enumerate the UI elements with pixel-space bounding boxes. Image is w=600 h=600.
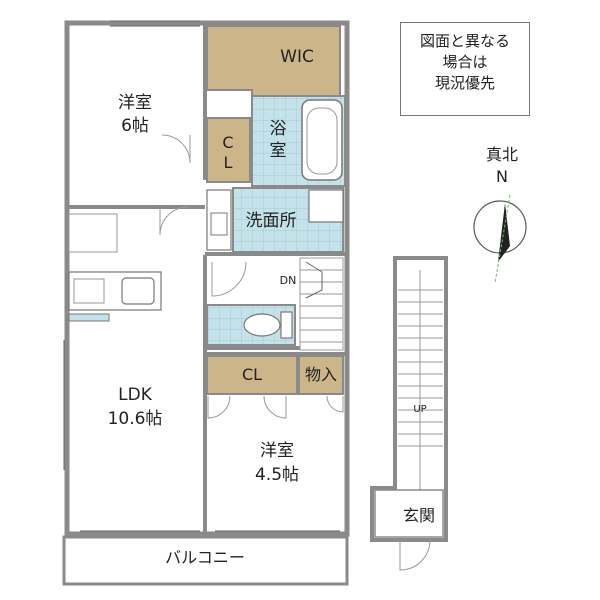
label-cl-upper-2: L bbox=[224, 153, 233, 172]
label-wic: WIC bbox=[280, 47, 314, 67]
balcony bbox=[62, 535, 349, 586]
label-western6-name: 洋室 bbox=[118, 93, 152, 113]
label-cl-upper-1: C bbox=[222, 133, 233, 152]
label-bath-2: 室 bbox=[270, 141, 287, 161]
exterior-stairs bbox=[370, 256, 448, 571]
label-western45-name: 洋室 bbox=[260, 441, 294, 461]
vanity-basin bbox=[210, 212, 228, 236]
label-balcony: バルコニー bbox=[165, 548, 245, 567]
label-western45-size: 4.5帖 bbox=[255, 465, 299, 485]
compass-n: N bbox=[496, 167, 508, 186]
interior-walls bbox=[67, 23, 345, 534]
bathtub-inner bbox=[306, 107, 338, 175]
storage bbox=[298, 355, 344, 395]
stove bbox=[73, 278, 105, 304]
closet-lower bbox=[206, 355, 298, 395]
kitchen-sink bbox=[121, 277, 155, 305]
label-entrance: 玄関 bbox=[403, 506, 435, 525]
fridge-space bbox=[68, 213, 118, 253]
label-storage: 物入 bbox=[305, 365, 337, 384]
note-line-2: 場合は bbox=[442, 53, 488, 71]
label-cl-lower: CL bbox=[242, 365, 262, 384]
toilet-bowl bbox=[243, 313, 281, 337]
washing-pan bbox=[308, 189, 344, 223]
windows bbox=[63, 20, 340, 532]
label-bath-1: 浴 bbox=[270, 119, 287, 139]
label-ldk-size: 10.6帖 bbox=[108, 409, 163, 429]
label-dn: DN bbox=[280, 274, 297, 287]
label-washroom: 洗面所 bbox=[246, 211, 297, 231]
compass-label: 真北 bbox=[486, 145, 518, 164]
note-line-3: 現況優先 bbox=[434, 74, 495, 92]
door-swings bbox=[159, 134, 344, 419]
toilet-tank bbox=[280, 311, 293, 339]
closet-upper bbox=[206, 117, 251, 183]
compass-icon bbox=[473, 194, 527, 284]
note-line-1: 図面と異なる bbox=[419, 32, 510, 50]
label-ldk-name: LDK bbox=[118, 385, 153, 405]
label-up: UP bbox=[413, 404, 426, 415]
stairs-inner bbox=[299, 257, 344, 351]
label-western6-size: 6帖 bbox=[121, 116, 149, 136]
disclaimer-note: 図面と異なる 場合は 現況優先 bbox=[400, 22, 530, 116]
kitchen-shelf bbox=[68, 313, 110, 322]
